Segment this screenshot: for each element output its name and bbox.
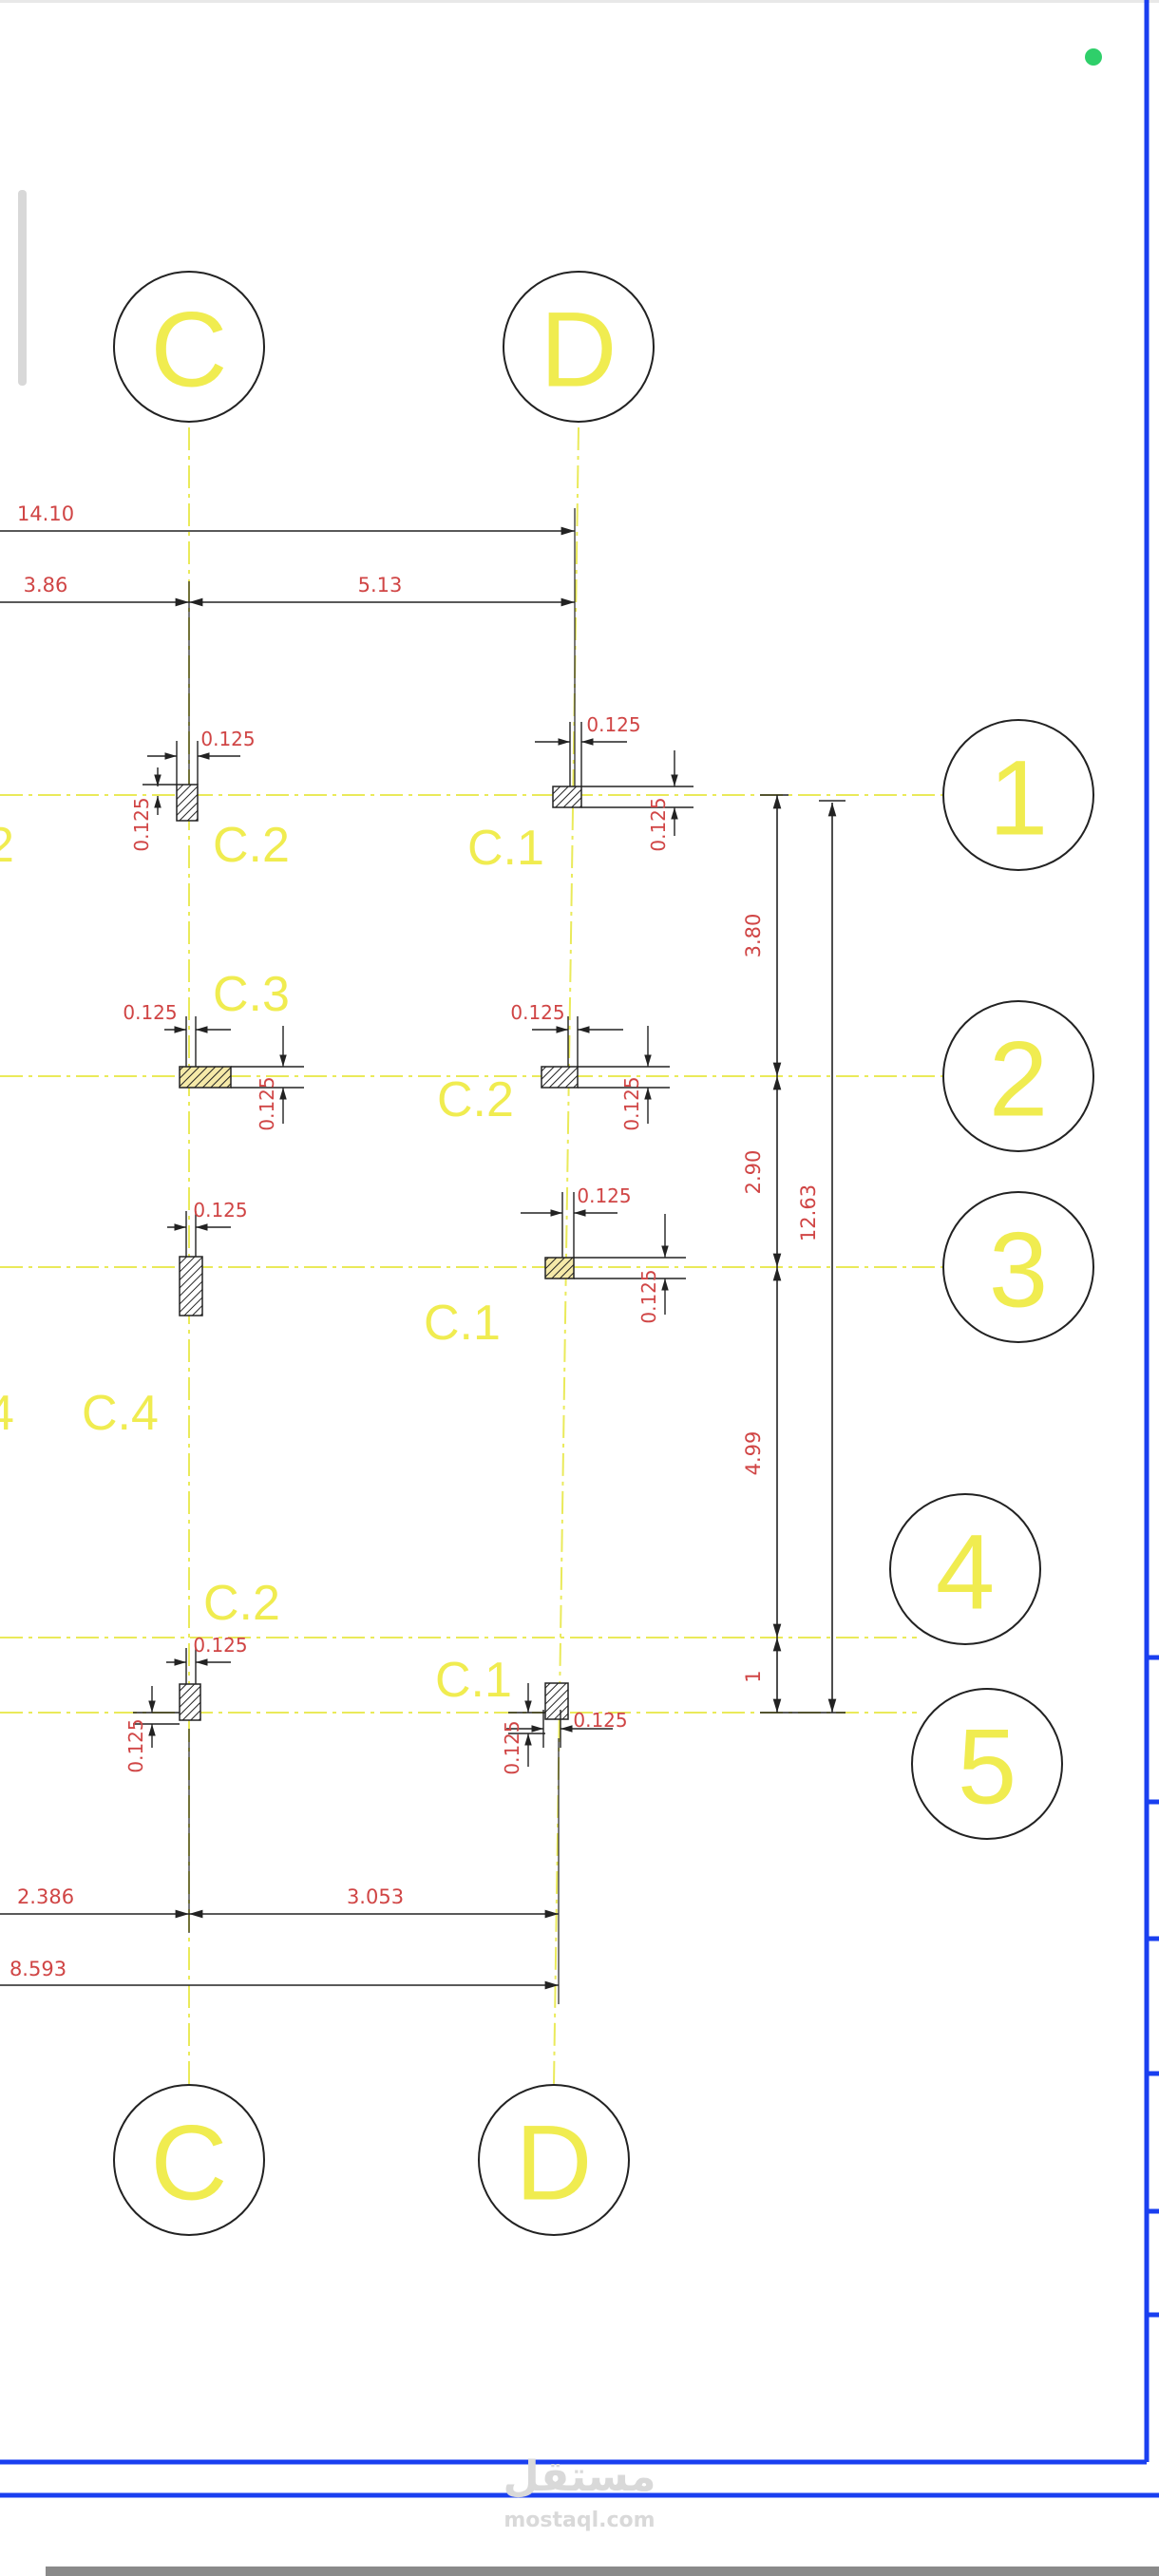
column-label-c2-row1: C.2 bbox=[213, 818, 290, 873]
column-c2-c5 bbox=[179, 1683, 201, 1721]
dim-top-total: 14.10 bbox=[17, 502, 74, 525]
column-c4-c3 bbox=[179, 1256, 203, 1316]
column-label-c1-row1: C.1 bbox=[467, 821, 544, 876]
offset-dimension-lines bbox=[133, 722, 694, 1767]
column-c3-c2 bbox=[179, 1066, 232, 1089]
grid-bubble-2 bbox=[942, 1000, 1094, 1152]
dim-bottom-total: 8.593 bbox=[10, 1958, 66, 1980]
status-dot-icon bbox=[1085, 48, 1102, 66]
offset-label-c3-h: 0.125 bbox=[193, 1199, 247, 1222]
offset-label-d2-v: 0.125 bbox=[620, 1076, 643, 1130]
grid-bubble-bottom-d bbox=[478, 2084, 630, 2236]
offset-label-c5-h: 0.125 bbox=[193, 1634, 247, 1657]
offset-label-c5-v: 0.125 bbox=[124, 1718, 147, 1772]
grid-bubble-5 bbox=[911, 1688, 1063, 1840]
grid-bubble-top-d bbox=[503, 271, 655, 423]
right-dimension-lines bbox=[760, 794, 846, 1714]
grid-bubble-3 bbox=[942, 1191, 1094, 1343]
column-c2-c1 bbox=[176, 784, 199, 822]
grid-bubble-3-label: 3 bbox=[989, 1211, 1048, 1330]
dim-span-4-5: 1 bbox=[742, 1670, 765, 1682]
column-label-c3-row2: C.3 bbox=[213, 967, 290, 1022]
dim-span-3-4: 4.99 bbox=[742, 1431, 765, 1476]
column-label-c1-row5: C.1 bbox=[435, 1653, 512, 1708]
watermark-latin: mostaql.com bbox=[504, 2509, 655, 2532]
grid-bubble-1 bbox=[942, 719, 1094, 871]
vertical-scrollbar[interactable] bbox=[18, 190, 27, 386]
grid-bubble-top-c bbox=[113, 271, 265, 423]
offset-label-d3-h: 0.125 bbox=[577, 1184, 631, 1207]
offset-label-c2-v: 0.125 bbox=[256, 1076, 278, 1130]
offset-label-d1-h: 0.125 bbox=[586, 713, 640, 736]
dim-top-cd: 5.13 bbox=[358, 574, 403, 597]
grid-lines bbox=[0, 426, 950, 2086]
dim-span-total: 12.63 bbox=[797, 1184, 820, 1241]
dim-span-1-2: 3.80 bbox=[742, 914, 765, 958]
dim-top-left: 3.86 bbox=[24, 574, 68, 597]
watermark: مستقل mostaql.com bbox=[504, 2453, 656, 2532]
top-dimension-lines bbox=[0, 508, 576, 788]
bottom-dimension-lines bbox=[0, 1729, 560, 2004]
offset-label-d5-h: 0.125 bbox=[573, 1709, 627, 1732]
dim-bottom-left: 2.386 bbox=[17, 1885, 74, 1908]
grid-bubble-5-label: 5 bbox=[958, 1708, 1016, 1827]
offset-label-d3-v: 0.125 bbox=[637, 1269, 660, 1323]
grid-bubble-top-d-label: D bbox=[541, 291, 618, 409]
grid-bubble-bottom-c-label: C bbox=[151, 2104, 228, 2223]
column-label-c2-row4: C.2 bbox=[203, 1576, 280, 1631]
grid-bubble-top-c-label: C bbox=[151, 291, 228, 409]
horizontal-scrollbar[interactable] bbox=[46, 2567, 1159, 2576]
offset-label-d2-h: 0.125 bbox=[510, 1001, 564, 1024]
offset-label-c2-h: 0.125 bbox=[123, 1001, 177, 1024]
column-c1-d5 bbox=[544, 1682, 569, 1720]
grid-bubble-2-label: 2 bbox=[989, 1020, 1048, 1139]
top-edge bbox=[0, 0, 1159, 3]
column-label-edge-2: 2 bbox=[0, 818, 14, 873]
column-label-c4: C.4 bbox=[82, 1386, 159, 1441]
offset-label-c1-h: 0.125 bbox=[200, 728, 255, 750]
dim-span-2-3: 2.90 bbox=[742, 1150, 765, 1195]
column-c2-d2 bbox=[541, 1066, 579, 1089]
dim-bottom-cd: 3.053 bbox=[347, 1885, 404, 1908]
drawing-border bbox=[0, 0, 1159, 2498]
grid-bubble-4-label: 4 bbox=[936, 1513, 995, 1632]
offset-label-d1-v: 0.125 bbox=[647, 797, 670, 851]
offset-label-d5-v: 0.125 bbox=[501, 1720, 523, 1774]
offset-label-c1-v: 0.125 bbox=[130, 797, 153, 851]
grid-bubble-bottom-d-label: D bbox=[516, 2104, 593, 2223]
column-c1-d1 bbox=[552, 786, 582, 808]
watermark-arabic: مستقل bbox=[504, 2453, 656, 2501]
column-label-edge-4: 4 bbox=[0, 1386, 14, 1441]
column-label-c2-row2: C.2 bbox=[437, 1072, 514, 1127]
grid-bubble-4 bbox=[889, 1493, 1041, 1645]
column-label-c1-row3: C.1 bbox=[424, 1296, 501, 1351]
grid-bubble-bottom-c bbox=[113, 2084, 265, 2236]
column-c1-d3 bbox=[544, 1257, 575, 1279]
grid-bubble-1-label: 1 bbox=[989, 739, 1048, 858]
